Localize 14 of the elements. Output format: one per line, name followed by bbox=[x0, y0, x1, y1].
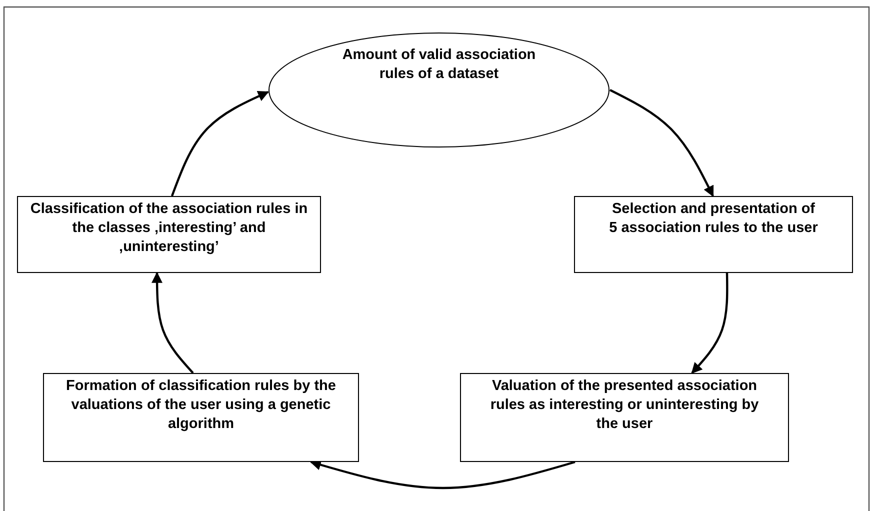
node-text: Valuation of the presented association rules as interesting or uninteresting by the user bbox=[489, 377, 760, 434]
process-box bbox=[574, 196, 853, 273]
arrow bbox=[170, 91, 269, 196]
process-box bbox=[17, 196, 321, 273]
arrow bbox=[691, 272, 728, 374]
node-text: Formation of classification rules by the valuations of the user using a genetic algorithm bbox=[65, 377, 337, 434]
process-box bbox=[460, 373, 789, 462]
node-text: Classification of the association rules in the classes ‚interesting’ and ‚uninteresting’ bbox=[29, 200, 309, 257]
node-text: Amount of valid association rules of a dataset bbox=[341, 46, 537, 84]
node-text: Selection and presentation of 5 association rules to the user bbox=[608, 200, 819, 238]
arrow bbox=[610, 89, 714, 197]
process-box bbox=[43, 373, 359, 462]
arrow bbox=[152, 272, 194, 374]
arrow bbox=[310, 460, 576, 490]
